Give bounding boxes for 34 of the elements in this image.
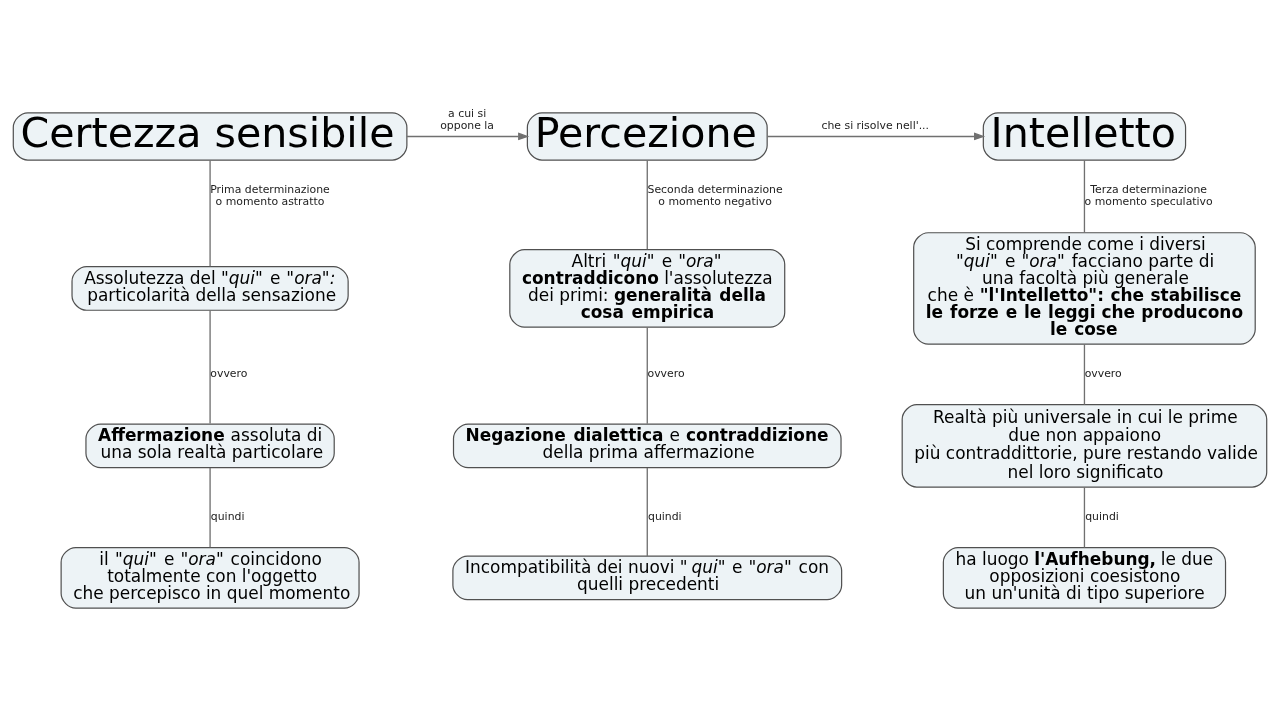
edge-label: che si risolve nell'... (821, 118, 930, 132)
node-box: Affermazione assoluta di una sola realtà particolare (85, 422, 335, 468)
edge-label: ovvero (210, 366, 248, 380)
connector (1083, 486, 1086, 548)
edge-label: ovvero (1084, 366, 1122, 380)
connector (646, 326, 648, 424)
edge-label: quindi (210, 509, 245, 523)
connector (1083, 159, 1086, 233)
node-box: Certezza sensibile (12, 111, 408, 161)
node-box: Realtà più universale in cui le prime due non appaiono più contraddittorie, pure restando valide nel loro significato (901, 403, 1268, 488)
edge-label: Terza determinazione o momento speculativo (1084, 182, 1213, 208)
node-box: ha luogo l'Aufhebung, le due opposizioni coesistono un un'unità di tipo superiore (942, 546, 1227, 609)
node-box: Intelletto (982, 111, 1187, 161)
connector (1083, 343, 1086, 405)
connector (646, 466, 648, 557)
node-box: Si comprende come i diversi "qui" e "ora" facciano parte di una facoltà più generale che è "l'Intelletto": che stabilisce le forze e le leggi che producono le cose (913, 231, 1256, 345)
connector (209, 159, 211, 267)
edge-label: Prima determinazione o momento astratto (210, 182, 330, 208)
arrow (766, 132, 986, 140)
node-box: Assolutezza del "qui" e "ora": particolarità della sensazione (71, 265, 349, 311)
connector (209, 466, 211, 548)
edge-label: quindi (1085, 509, 1119, 523)
node-box: il "qui" e "ora" coincidono totalmente con l'oggetto che percepisco in quel momento (60, 546, 360, 609)
node-box: Altri "qui" e "ora" contraddicono l'assolutezza dei primi: generalità della cosa empirica (509, 248, 786, 328)
arrow (406, 132, 530, 140)
connector (209, 309, 211, 424)
edge-label: a cui si oppone la (440, 106, 495, 132)
node-box: Negazione dialettica e contraddizione della prima affermazione (452, 422, 842, 468)
connector (646, 159, 648, 250)
edge-label: ovvero (647, 366, 685, 380)
node-box: Incompatibilità dei nuovi " qui" e "ora" con quelli precedenti (452, 554, 843, 600)
node-box: Percezione (526, 111, 768, 161)
edge-label: Seconda determinazione o momento negativo (647, 182, 783, 208)
edge-label: quindi (648, 509, 682, 523)
